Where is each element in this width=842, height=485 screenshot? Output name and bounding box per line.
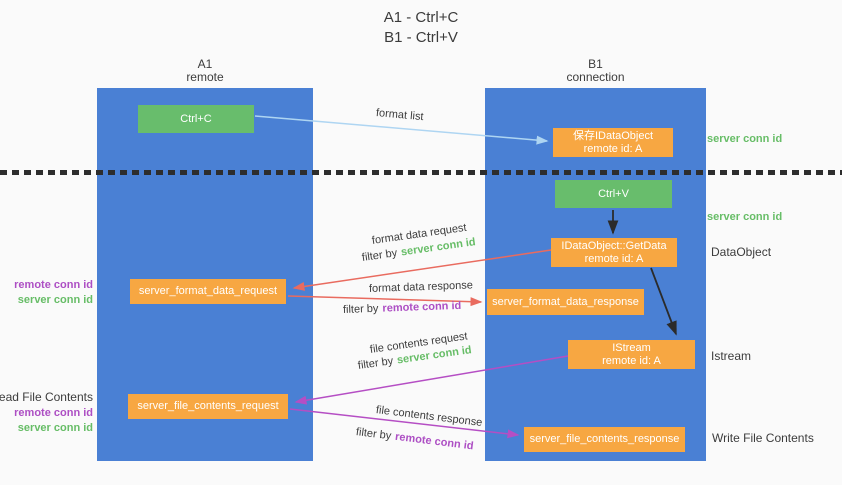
column-a1-id: A1 xyxy=(197,57,213,71)
dotted-separator-line xyxy=(0,170,842,175)
node-server-format-data-request: server_format_data_request xyxy=(130,279,286,304)
side-label-conn-ids-file: remote conn id server conn id xyxy=(14,406,93,436)
node-getdata-line2: remote id: A xyxy=(584,252,644,265)
side-label-istream: Istream xyxy=(711,349,752,363)
side-label-conn-ids-format: remote conn id server conn id xyxy=(14,278,93,308)
node-server-file-contents-request-label: server_file_contents_request xyxy=(137,400,279,412)
node-ctrl-c-label: Ctrl+C xyxy=(180,112,212,125)
node-server-file-contents-request: server_file_contents_request xyxy=(128,394,288,419)
node-server-file-contents-response-label: server_file_contents_response xyxy=(529,433,680,445)
node-save-idataobject-line1: 保存IDataObject xyxy=(572,129,654,142)
side-label-write-file-contents: Write File Contents xyxy=(712,431,814,445)
edge-label-format-list: format list xyxy=(375,107,425,124)
node-save-idataobject: 保存IDataObject remote id: A xyxy=(553,128,673,157)
node-ctrl-v: Ctrl+V xyxy=(555,180,672,208)
node-ctrl-v-label: Ctrl+V xyxy=(598,187,629,200)
node-server-file-contents-response: server_file_contents_response xyxy=(524,427,685,452)
node-getdata-line1: IDataObject::GetData xyxy=(561,239,667,252)
server-conn-id-text: server conn id xyxy=(17,422,93,434)
column-b1-role: connection xyxy=(566,70,625,84)
server-conn-id-text: server conn id xyxy=(17,294,93,306)
node-server-format-data-response-label: server_format_data_response xyxy=(492,295,639,308)
column-a1-role: remote xyxy=(186,70,224,84)
node-idataobject-getdata: IDataObject::GetData remote id: A xyxy=(551,238,677,267)
node-istream: IStream remote id: A xyxy=(568,340,695,369)
filter-by-text: filter by xyxy=(357,355,394,372)
node-istream-line2: remote id: A xyxy=(602,354,661,367)
remote-conn-id-text: remote conn id xyxy=(14,279,93,291)
side-label-server-conn-id-top: server conn id xyxy=(707,133,783,145)
title-line-2: B1 - Ctrl+V xyxy=(384,29,458,46)
node-istream-line1: IStream xyxy=(612,341,651,354)
edge-label-file-contents-response: file contents response xyxy=(375,404,483,429)
edge-label-format-data-response: format data response xyxy=(368,279,474,295)
node-ctrl-c: Ctrl+C xyxy=(138,105,254,133)
side-label-read-file-contents: Read File Contents xyxy=(0,390,93,404)
filter-by-text: filter by xyxy=(342,302,379,316)
node-server-format-data-response: server_format_data_response xyxy=(487,289,644,315)
remote-conn-id-text: remote conn id xyxy=(394,430,475,453)
side-label-dataobject: DataObject xyxy=(711,245,772,259)
node-save-idataobject-line2: remote id: A xyxy=(583,142,643,155)
column-header-a1: A1 remote xyxy=(97,58,313,84)
side-label-server-conn-id-mid: server conn id xyxy=(707,211,783,223)
remote-conn-id-text: remote conn id xyxy=(382,299,462,315)
title-line-1: A1 - Ctrl+C xyxy=(383,9,459,26)
column-header-b1: B1 connection xyxy=(485,58,706,84)
filter-by-text: filter by xyxy=(361,247,398,264)
diagram-title: A1 - Ctrl+C B1 - Ctrl+V xyxy=(0,8,842,48)
remote-conn-id-text: remote conn id xyxy=(14,407,93,419)
column-b1-id: B1 xyxy=(588,57,603,71)
filter-by-text: filter by xyxy=(355,426,392,443)
node-server-format-data-request-label: server_format_data_request xyxy=(138,285,278,297)
